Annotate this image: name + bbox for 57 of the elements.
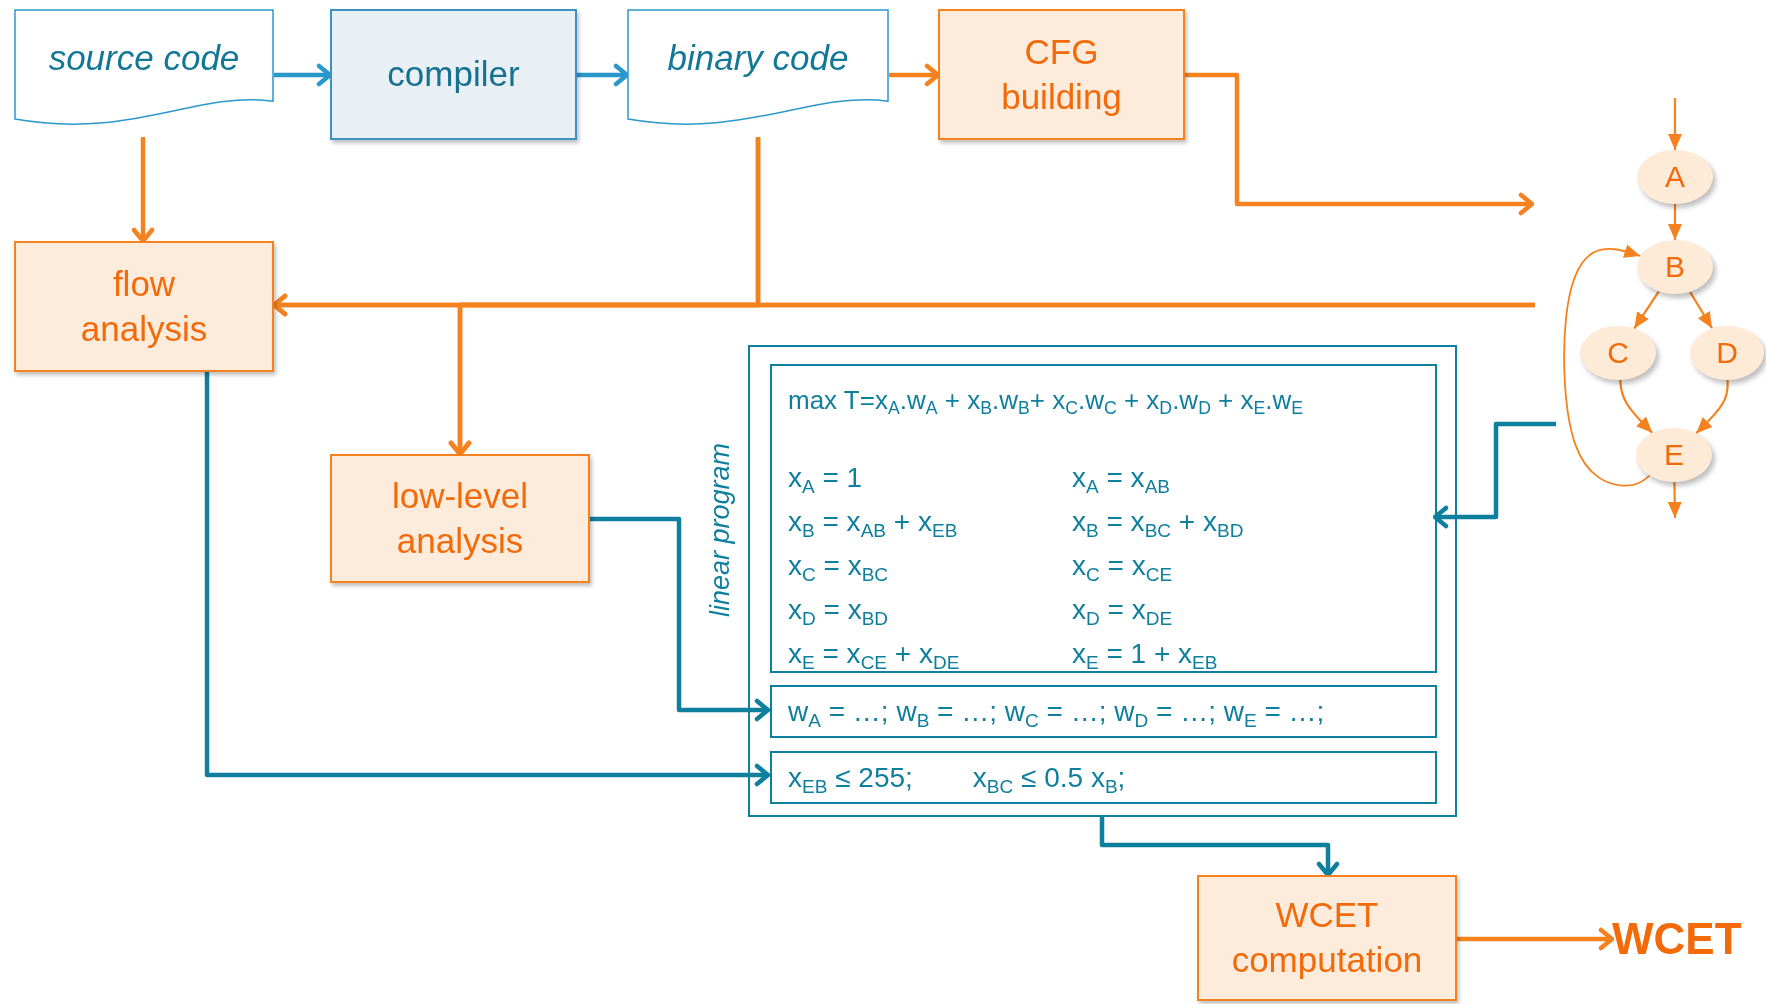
- process-box: [330, 9, 577, 140]
- arrow: [590, 516, 771, 722]
- node-label: C: [1607, 336, 1629, 370]
- process-box: [14, 241, 274, 372]
- equation: x$_{A}$ = x$_{AB}$: [1072, 461, 1171, 499]
- arrow: [1667, 482, 1682, 518]
- process-box: [330, 454, 590, 583]
- equation-panel: [770, 685, 1437, 738]
- arrow: [1689, 291, 1713, 329]
- node-label: D: [1716, 336, 1738, 370]
- equation-panel: [770, 751, 1437, 804]
- equation: x$_{EB}$ ≤ 255;: [788, 761, 913, 794]
- arrow: [1668, 98, 1682, 150]
- section-heading: linear program: [704, 442, 736, 618]
- arrow: [1099, 817, 1340, 878]
- arrow: [204, 372, 771, 787]
- box-label: source code: [48, 38, 240, 78]
- equation: x$_{C}$ = x$_{CE}$: [1072, 549, 1174, 587]
- box-label: binary code: [667, 38, 849, 78]
- equation: x$_{E}$ = 1 + x$_{EB}$: [1072, 637, 1219, 675]
- cfg-node: [1637, 240, 1713, 294]
- node-label: A: [1665, 160, 1685, 194]
- equation: w$_{A}$ = …; w$_{B}$ = …; w$_{C}$ = …; w$_{D}$ = …; w$_{E}$ = …;: [788, 695, 1325, 728]
- arrow: [448, 302, 1535, 457]
- arrow: [1563, 244, 1651, 487]
- equation: x$_{C}$ = x$_{BC}$: [788, 549, 890, 587]
- equation: x$_{D}$ = x$_{BD}$: [788, 593, 890, 631]
- equation: x$_{BC}$ ≤ 0.5 x$_{B}$;: [972, 761, 1126, 794]
- equation: x$_{D}$ = x$_{DE}$: [1072, 593, 1174, 631]
- cfg-node: [1637, 150, 1713, 204]
- process-box: [1197, 875, 1457, 1001]
- equation: x$_{A}$ = 1: [788, 461, 864, 499]
- arrow: [1695, 379, 1729, 434]
- cfg-node: [1580, 326, 1656, 380]
- result-label: WCET: [1612, 913, 1743, 965]
- box-label: compiler: [387, 53, 520, 96]
- box-label: CFG building: [1000, 30, 1123, 118]
- equation: x$_{B}$ = x$_{BC}$ + x$_{BD}$: [1072, 505, 1245, 543]
- equation: x$_{B}$ = x$_{AB}$ + x$_{EB}$: [788, 505, 959, 543]
- box-label: flow analysis: [79, 262, 209, 350]
- arrow: [1668, 204, 1682, 240]
- arrow: [1633, 290, 1660, 330]
- equation: max T=x$_{A}$.w$_{A}$ + x$_{B}$.w$_{B}$+ x$_{C}$.w$_{C}$ + x$_{D}$.w$_{D}$ + x$_{E}$.w$_{E}$: [788, 384, 1305, 421]
- arrow: [1185, 72, 1535, 216]
- node-label: E: [1664, 438, 1684, 472]
- box-label: low-level analysis: [390, 474, 530, 562]
- node-label: B: [1665, 250, 1685, 284]
- box-label: WCET computation: [1231, 894, 1423, 981]
- arrow: [1432, 421, 1556, 529]
- cfg-node: [1636, 428, 1712, 482]
- arrow: [131, 137, 155, 244]
- equation: x$_{E}$ = x$_{CE}$ + x$_{DE}$: [788, 637, 961, 675]
- equation-panel: [770, 364, 1437, 673]
- cfg-node: [1690, 326, 1764, 380]
- process-box: [938, 9, 1185, 140]
- arrow: [1619, 379, 1654, 434]
- arrow: [1457, 927, 1615, 951]
